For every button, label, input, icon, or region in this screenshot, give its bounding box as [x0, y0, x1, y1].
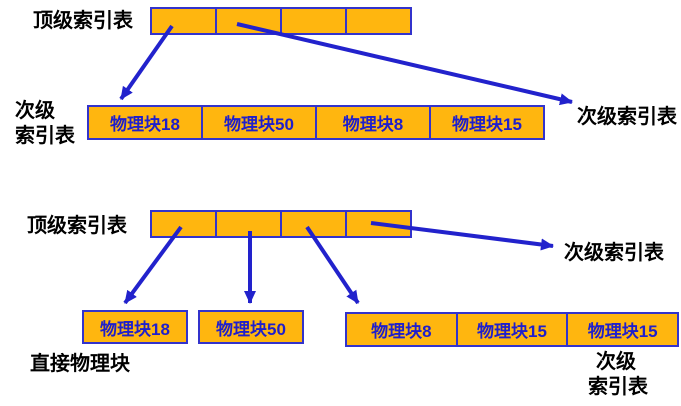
direct-physical-block-2: 物理块50 [198, 310, 304, 344]
arrow-top1-to-secondary-table [119, 24, 174, 101]
secondary-index-bottom-right-label-line1: 次级 [596, 351, 636, 373]
top-index-table-1 [150, 7, 412, 35]
top-index-cell [150, 7, 217, 35]
physical-block-cell: 物理块8 [315, 105, 431, 140]
physical-block-cell: 物理块15 [566, 312, 680, 347]
physical-block-cell: 物理块15 [429, 105, 545, 140]
secondary-index-right-label-1: 次级索引表 [577, 106, 677, 128]
secondary-index-left-label-line2: 索引表 [15, 125, 75, 147]
top-index-cell [345, 210, 412, 238]
top-index-cell [280, 7, 347, 35]
physical-block-cell: 物理块50 [201, 105, 317, 140]
secondary-index-bottom-right-label-line2: 索引表 [588, 376, 648, 398]
secondary-index-left-label: 次级 索引表 [15, 99, 75, 149]
physical-block-cell: 物理块18 [87, 105, 203, 140]
top-index-cell [150, 210, 217, 238]
secondary-index-table-2: 物理块8 物理块15 物理块15 [345, 312, 680, 347]
arrow-top2-to-direct-block-1 [123, 225, 183, 305]
top-index-cell [215, 7, 282, 35]
secondary-index-table-1: 物理块18 物理块50 物理块8 物理块15 [87, 105, 545, 140]
top-index-table-label-2: 顶级索引表 [27, 215, 127, 237]
secondary-index-bottom-right-label: 次级 索引表 [588, 350, 648, 400]
top-index-cell [345, 7, 412, 35]
secondary-index-left-label-line1: 次级 [15, 100, 55, 122]
direct-blocks-label: 直接物理块 [30, 353, 130, 375]
top-index-cell [215, 210, 282, 238]
arrow-top1-to-secondary-label [236, 22, 573, 106]
top-index-cell [280, 210, 347, 238]
top-index-table-2 [150, 210, 412, 238]
physical-block-cell: 物理块15 [455, 312, 569, 347]
physical-block-cell: 物理块8 [345, 312, 458, 347]
direct-physical-block-1: 物理块18 [82, 310, 188, 344]
arrow-top2-to-secondary-table-2 [305, 225, 360, 305]
top-index-table-label-1: 顶级索引表 [33, 10, 133, 32]
secondary-index-right-label-2: 次级索引表 [564, 242, 664, 264]
